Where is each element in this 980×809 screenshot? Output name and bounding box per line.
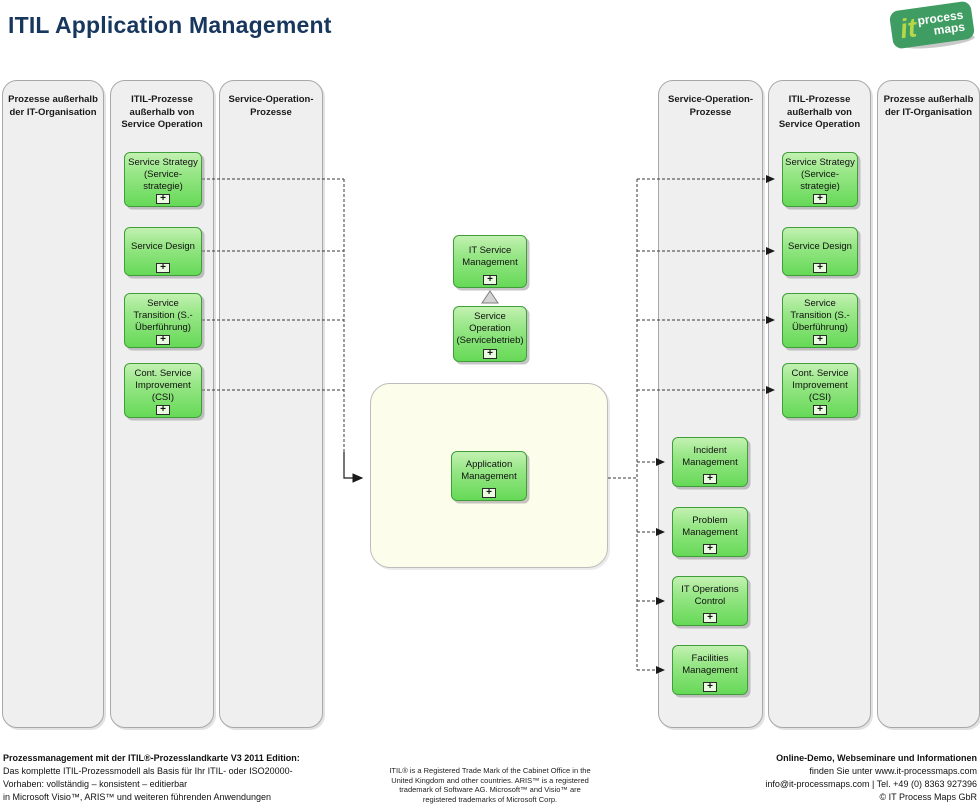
expand-icon[interactable]: + — [156, 263, 170, 273]
process-box-service-strategy-left[interactable]: Service Strategy (Service- strategie) + — [124, 152, 202, 207]
lane-left-service-operation: Service-Operation- Prozesse — [219, 80, 323, 728]
expand-icon[interactable]: + — [483, 275, 497, 285]
process-box-label: Service Operation (Servicebetrieb) — [456, 311, 524, 346]
expand-icon[interactable]: + — [482, 488, 496, 498]
expand-icon[interactable]: + — [156, 335, 170, 345]
it-process-maps-logo: it process maps — [885, 0, 980, 56]
process-box-label: Service Transition (S.- Überführung) — [133, 297, 193, 333]
lane-title: Service-Operation- Prozesse — [668, 94, 753, 118]
process-box-application-management[interactable]: Application Management + — [451, 451, 527, 501]
lane-title: ITIL-Prozesse außerhalb von Service Oper… — [778, 94, 861, 130]
footer-left-heading: Prozessmanagement mit der ITIL®-Prozessl… — [3, 753, 300, 763]
process-box-label: IT Operations Control — [681, 584, 739, 607]
lane-title: ITIL-Prozesse außerhalb von Service Oper… — [121, 94, 203, 130]
process-box-it-service-management[interactable]: IT Service Management + — [453, 235, 527, 288]
page-title: ITIL Application Management — [8, 12, 332, 38]
expand-icon[interactable]: + — [703, 613, 717, 623]
process-box-csi-right[interactable]: Cont. Service Improvement (CSI) + — [782, 363, 858, 418]
process-box-service-strategy-right[interactable]: Service Strategy (Service- strategie) + — [782, 152, 858, 207]
process-box-service-operation[interactable]: Service Operation (Servicebetrieb) + — [453, 306, 527, 362]
lane-left-outside-it: Prozesse außerhalb der IT-Organisation — [2, 80, 104, 728]
footer-right-heading: Online-Demo, Webseminare und Information… — [776, 753, 977, 763]
footer-left-body: Das komplette ITIL-Prozessmodell als Bas… — [3, 766, 293, 802]
process-box-label: Cont. Service Improvement (CSI) — [134, 367, 192, 403]
lane-right-outside-it: Prozesse außerhalb der IT-Organisation — [877, 80, 980, 728]
expand-icon[interactable]: + — [156, 405, 170, 415]
process-box-label: IT Service Management — [462, 244, 518, 268]
logo-words: process maps — [916, 7, 966, 38]
footer-trademark-notice: ITIL® is a Registered Trade Mark of the … — [389, 766, 591, 804]
expand-icon[interactable]: + — [813, 405, 827, 415]
process-box-csi-left[interactable]: Cont. Service Improvement (CSI) + — [124, 363, 202, 418]
process-box-it-operations-control[interactable]: IT Operations Control + — [672, 576, 748, 626]
process-box-service-transition-right[interactable]: Service Transition (S.- Überführung) + — [782, 293, 858, 348]
process-box-label: Service Strategy (Service- strategie) — [785, 156, 855, 192]
footer-contact-info: Online-Demo, Webseminare und Information… — [620, 752, 977, 804]
expand-icon[interactable]: + — [483, 349, 497, 359]
process-box-label: Cont. Service Improvement (CSI) — [791, 367, 849, 403]
hierarchy-triangle-icon — [481, 290, 499, 304]
process-box-problem-management[interactable]: Problem Management + — [672, 507, 748, 557]
process-box-label: Problem Management — [682, 515, 738, 538]
process-box-label: Service Design — [131, 240, 195, 252]
process-box-label: Incident Management — [682, 445, 738, 468]
process-box-service-design-left[interactable]: Service Design + — [124, 227, 202, 276]
expand-icon[interactable]: + — [703, 682, 717, 692]
process-box-label: Service Design — [788, 240, 852, 252]
process-box-facilities-management[interactable]: Facilities Management + — [672, 645, 748, 695]
lane-right-service-operation: Service-Operation- Prozesse — [658, 80, 763, 728]
footer-right-body: finden Sie unter www.it-processmaps.com … — [765, 766, 977, 802]
expand-icon[interactable]: + — [703, 544, 717, 554]
expand-icon[interactable]: + — [813, 194, 827, 204]
process-box-label: Application Management — [461, 459, 517, 482]
process-box-label: Service Transition (S.- Überführung) — [790, 297, 850, 333]
process-box-label: Facilities Management — [682, 653, 738, 676]
expand-icon[interactable]: + — [813, 263, 827, 273]
lane-title: Prozesse außerhalb der IT-Organisation — [883, 94, 974, 118]
process-box-service-design-right[interactable]: Service Design + — [782, 227, 858, 276]
footer-product-info: Prozessmanagement mit der ITIL®-Prozessl… — [3, 752, 338, 804]
process-box-service-transition-left[interactable]: Service Transition (S.- Überführung) + — [124, 293, 202, 348]
lane-title: Prozesse außerhalb der IT-Organisation — [8, 94, 98, 118]
expand-icon[interactable]: + — [703, 474, 717, 484]
process-box-incident-management[interactable]: Incident Management + — [672, 437, 748, 487]
expand-icon[interactable]: + — [813, 335, 827, 345]
logo-it-text: it — [897, 11, 919, 44]
expand-icon[interactable]: + — [156, 194, 170, 204]
lane-title: Service-Operation- Prozesse — [228, 94, 314, 118]
process-box-label: Service Strategy (Service- strategie) — [128, 156, 198, 192]
